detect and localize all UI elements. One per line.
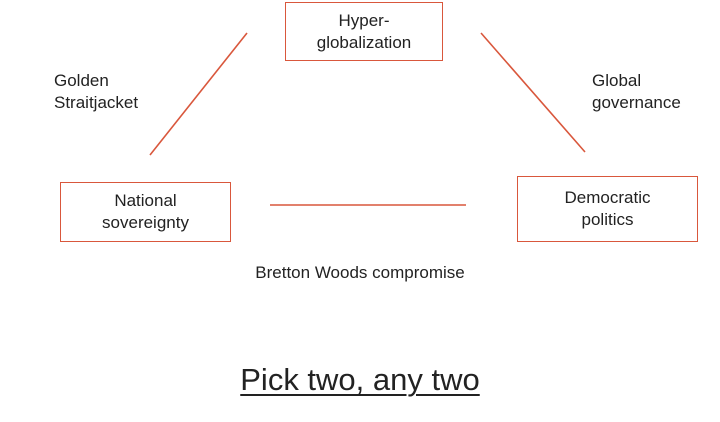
node-national-sovereignty: National sovereignty	[60, 182, 231, 242]
edge-label-global-governance: Global governance	[592, 71, 681, 112]
node-democratic-politics: Democratic politics	[517, 176, 698, 242]
node-democratic-politics-label: Democratic politics	[564, 188, 651, 229]
edge-label-golden-straitjacket: Golden Straitjacket	[54, 71, 139, 112]
node-hyperglobalization: Hyper- globalization	[285, 2, 443, 61]
node-national-sovereignty-label: National sovereignty	[102, 191, 189, 232]
connector-top-right	[480, 32, 586, 153]
edge-label-bretton-woods: Bretton Woods compromise	[255, 263, 465, 282]
tagline: Pick two, any two	[240, 362, 480, 397]
node-hyperglobalization-label: Hyper- globalization	[316, 10, 412, 52]
connector-top-left	[149, 32, 248, 156]
